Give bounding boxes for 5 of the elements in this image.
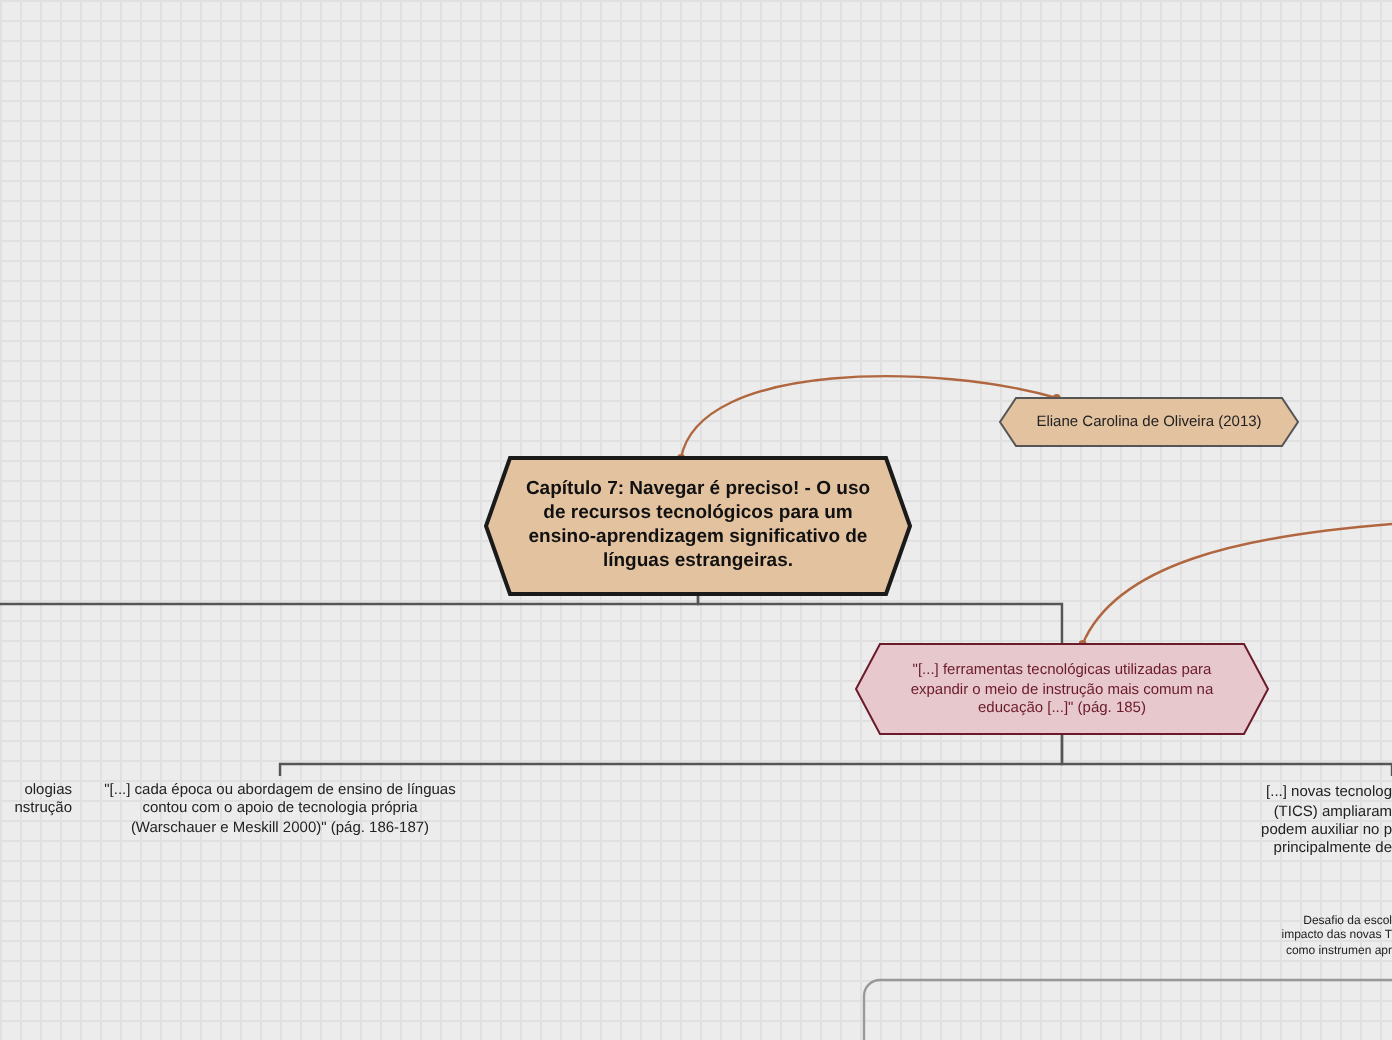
connector-line bbox=[677, 375, 1061, 462]
connector-line bbox=[0, 594, 700, 606]
topic-hexagon: Capítulo 7: Navegar é preciso! - O uso de recursos tecnológicos para um ensino-aprendizagem significativo de línguas estrangeiras. bbox=[486, 458, 910, 594]
connector-line bbox=[1078, 522, 1392, 648]
connector-line bbox=[1060, 734, 1392, 776]
